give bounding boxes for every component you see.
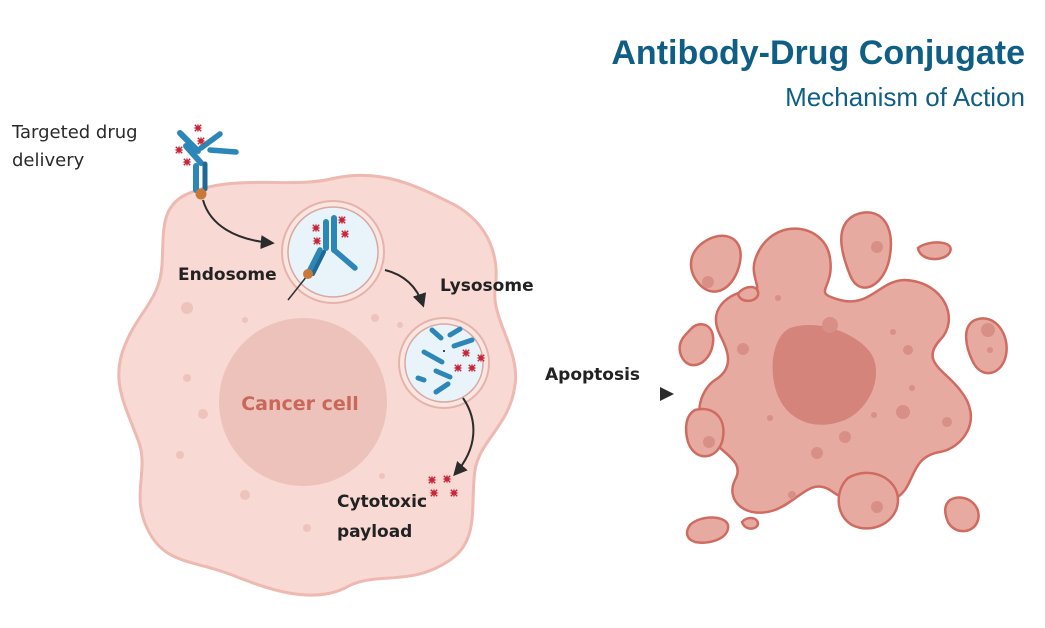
apoptotic-body <box>736 285 760 303</box>
cytoplasm-dots <box>176 302 423 532</box>
apoptotic-body <box>837 471 900 530</box>
endosome-linker <box>303 269 313 279</box>
apoptotic-body <box>944 496 980 533</box>
label-cytotoxic-line1: Cytotoxic <box>337 492 427 512</box>
apoptotic-body <box>689 234 742 293</box>
cancer-cell <box>117 173 518 597</box>
apoptotic-body <box>840 211 893 289</box>
apoptotic-body <box>964 317 1008 375</box>
label-targeted-delivery-line1: Targeted drug <box>11 122 138 143</box>
adc-antibody-icon <box>173 122 239 200</box>
endosome <box>281 200 385 304</box>
label-endosome: Endosome <box>178 265 277 285</box>
label-lysosome: Lysosome <box>440 276 534 296</box>
endosome-antibody <box>306 215 358 276</box>
nucleus <box>219 318 387 486</box>
apoptotic-speckles <box>702 241 995 513</box>
apoptotic-cell <box>678 211 1008 544</box>
arrow-to-endosome <box>202 199 275 250</box>
label-cytotoxic-line2: payload <box>337 522 412 542</box>
linker-icon <box>195 188 207 200</box>
apoptotic-body <box>685 516 730 544</box>
apoptotic-nucleus <box>772 325 877 425</box>
apoptotic-body <box>678 323 715 367</box>
label-cancer-cell: Cancer cell <box>241 393 359 415</box>
apoptotic-body <box>684 407 725 458</box>
apoptotic-body <box>740 516 760 530</box>
page-subtitle: Mechanism of Action <box>785 82 1025 112</box>
arrow-to-lysosome <box>384 269 427 308</box>
label-targeted-delivery-line2: delivery <box>12 150 85 171</box>
page-title: Antibody-Drug Conjugate <box>611 34 1025 72</box>
apoptotic-body <box>916 241 952 261</box>
lysosome <box>398 317 490 409</box>
arrow-to-payload <box>453 397 475 477</box>
antibody-fragments <box>415 326 475 395</box>
pathway-arrows <box>202 199 674 477</box>
label-apoptosis: Apoptosis <box>545 365 640 385</box>
